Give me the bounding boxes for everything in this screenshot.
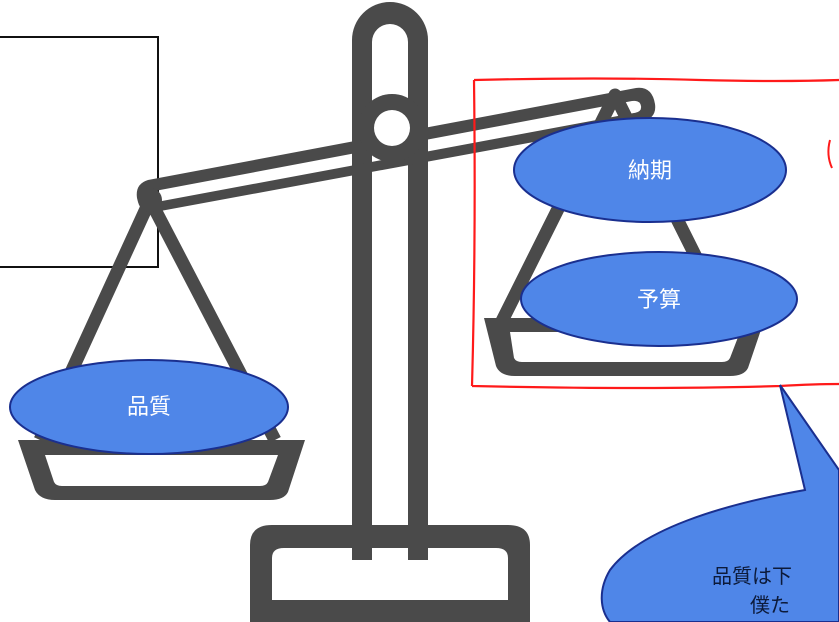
scale-base bbox=[250, 525, 530, 622]
speech-bubble-shape bbox=[600, 384, 839, 622]
speech-bubble-line2: 僕た bbox=[750, 593, 790, 617]
deadline-ellipse bbox=[513, 117, 787, 223]
budget-label: 予算 bbox=[637, 288, 681, 313]
budget-ellipse bbox=[520, 251, 798, 347]
scale-post bbox=[352, 2, 428, 560]
speech-bubble-line1: 品質は下 bbox=[712, 564, 792, 588]
right-bottom-item: 予算 bbox=[520, 251, 798, 347]
highlight-mark bbox=[827, 139, 833, 169]
left-pan-dish bbox=[18, 440, 305, 500]
highlight-box bbox=[470, 77, 839, 390]
speech-bubble: 品質は下 僕た bbox=[600, 384, 839, 622]
left-pan-item: 品質 bbox=[9, 359, 289, 455]
right-top-item: 納期 bbox=[513, 117, 787, 223]
quality-label: 品質 bbox=[127, 395, 171, 420]
scale-beam bbox=[136, 87, 656, 213]
note-box bbox=[0, 36, 159, 268]
right-pan-strings bbox=[494, 88, 736, 328]
deadline-label: 納期 bbox=[628, 159, 672, 184]
quality-ellipse bbox=[9, 359, 289, 455]
